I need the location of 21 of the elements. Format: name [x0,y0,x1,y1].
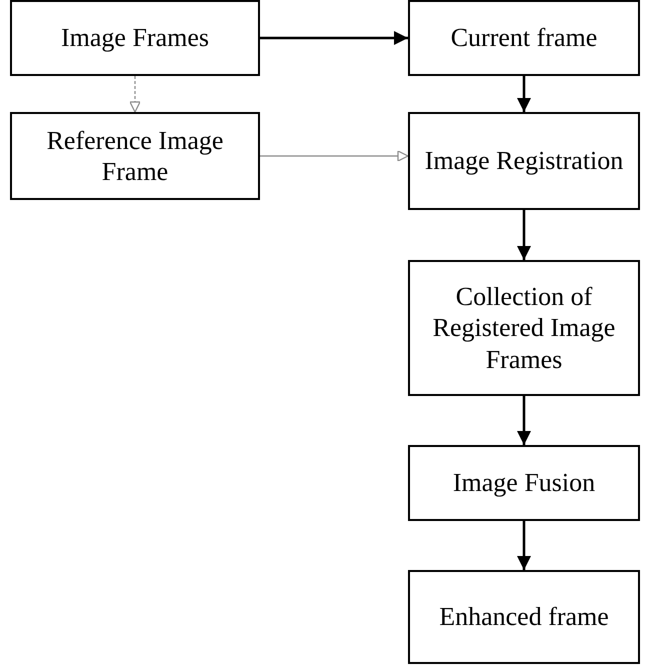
arrow [260,150,409,162]
arrow [517,396,531,445]
box-label: Reference Image Frame [46,124,224,188]
box-label: Enhanced frame [439,601,609,633]
box-label: Collection of Registered Image Frames [432,281,616,375]
arrow [517,76,531,112]
box-label: Current frame [450,22,598,54]
process-box [408,445,640,521]
process-box [10,0,260,76]
process-box [10,112,260,200]
arrow [517,521,531,570]
process-box [408,260,640,396]
process-box [408,112,640,210]
process-box [408,570,640,664]
box-label: Image Frames [60,22,209,54]
box-label: Image Fusion [452,467,596,499]
arrow [260,31,408,45]
arrow [129,76,141,113]
process-box [408,0,640,76]
box-label: Image Registration [424,145,624,177]
arrow [517,210,531,260]
